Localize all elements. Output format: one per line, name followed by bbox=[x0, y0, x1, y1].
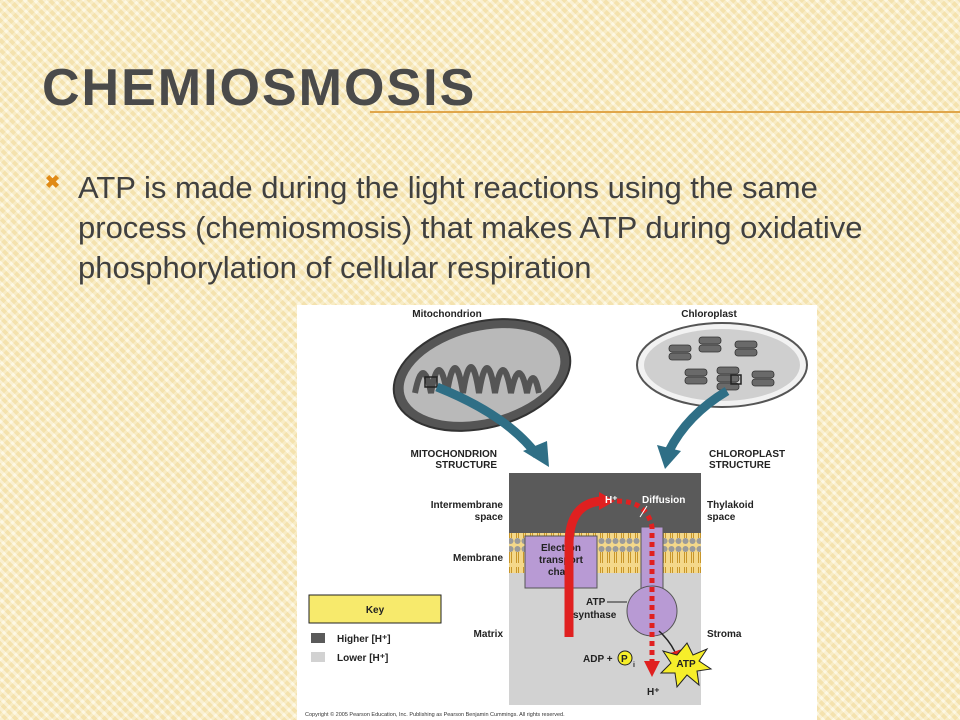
chloroplast-illustration bbox=[636, 322, 808, 408]
mitochondrion-zoom-arrowhead bbox=[523, 441, 549, 467]
mitochondrion-illustration bbox=[392, 318, 572, 432]
phosphate-icon bbox=[617, 650, 633, 666]
mito-structure-label-1: MITOCHONDRION bbox=[411, 449, 497, 460]
diffusion-label: Diffusion bbox=[642, 495, 685, 506]
chloroplast-zoom-arrowhead bbox=[657, 445, 681, 469]
atp-synthase-head bbox=[626, 585, 678, 637]
thylakoid-label-1: Thylakoid bbox=[707, 500, 754, 511]
etc-label-2: transport bbox=[539, 555, 584, 566]
diffusion-arrow bbox=[616, 498, 655, 663]
atp-star-icon bbox=[659, 642, 713, 689]
title-divider bbox=[370, 111, 960, 113]
h-plus-bottom-label: H⁺ bbox=[647, 687, 660, 698]
key-higher-swatch bbox=[311, 633, 325, 643]
bullet-text: ATP is made during the light reactions u… bbox=[78, 170, 863, 285]
copyright-text: Copyright © 2005 Pearson Education, Inc.… bbox=[305, 711, 565, 718]
intermembrane-label-2: space bbox=[475, 512, 504, 523]
key-higher-label: Higher [H⁺] bbox=[337, 634, 391, 645]
pi-subscript: i bbox=[633, 662, 635, 669]
slide-title: Chemiosmosis bbox=[42, 59, 477, 117]
key-box bbox=[308, 594, 442, 624]
key-title: Key bbox=[366, 605, 385, 616]
etc-label-3: chain bbox=[548, 567, 574, 578]
atp-synthase-label-2: synthase bbox=[573, 610, 617, 621]
chloroplast-label: Chloroplast bbox=[681, 309, 737, 320]
bullet-item: ✖ ATP is made during the light reactions… bbox=[45, 168, 905, 288]
mitochondrion-label: Mitochondrion bbox=[412, 309, 481, 320]
membrane-label: Membrane bbox=[453, 553, 503, 564]
atp-synthase-label-1: ATP bbox=[586, 597, 606, 608]
low-h-compartment bbox=[509, 573, 701, 705]
key-lower-swatch bbox=[311, 652, 325, 662]
pi-label: P bbox=[621, 654, 628, 665]
h-plus-top-label: H⁺ bbox=[605, 495, 618, 506]
intermembrane-label-1: Intermembrane bbox=[431, 500, 504, 511]
chloro-structure-label-2: STRUCTURE bbox=[709, 460, 771, 471]
etc-label-1: Electron bbox=[541, 543, 581, 554]
chloroplast-zoom-arrow bbox=[664, 387, 730, 454]
chemiosmosis-figure: Mitochondrion Chloroplast MITOCHONDRION … bbox=[297, 305, 817, 720]
x-bullet-icon: ✖ bbox=[45, 172, 61, 192]
thylakoid-label-2: space bbox=[707, 512, 736, 523]
atp-label: ATP bbox=[676, 659, 696, 670]
proton-pump-arrowhead bbox=[599, 492, 615, 510]
key-lower-label: Lower [H⁺] bbox=[337, 653, 388, 664]
adp-label: ADP + bbox=[583, 654, 613, 665]
stroma-label: Stroma bbox=[707, 629, 742, 640]
chloro-structure-label-1: CHLOROPLAST bbox=[709, 449, 785, 460]
mitochondrion-zoom-arrow bbox=[435, 382, 541, 458]
electron-transport-chain bbox=[524, 535, 598, 589]
diffusion-arrowhead bbox=[644, 661, 660, 677]
proton-pump-arrow bbox=[564, 496, 603, 637]
chemiosmosis-diagram: Mitochondrion Chloroplast MITOCHONDRION … bbox=[305, 309, 808, 718]
mito-structure-label-2: STRUCTURE bbox=[435, 460, 497, 471]
matrix-label: Matrix bbox=[474, 629, 504, 640]
